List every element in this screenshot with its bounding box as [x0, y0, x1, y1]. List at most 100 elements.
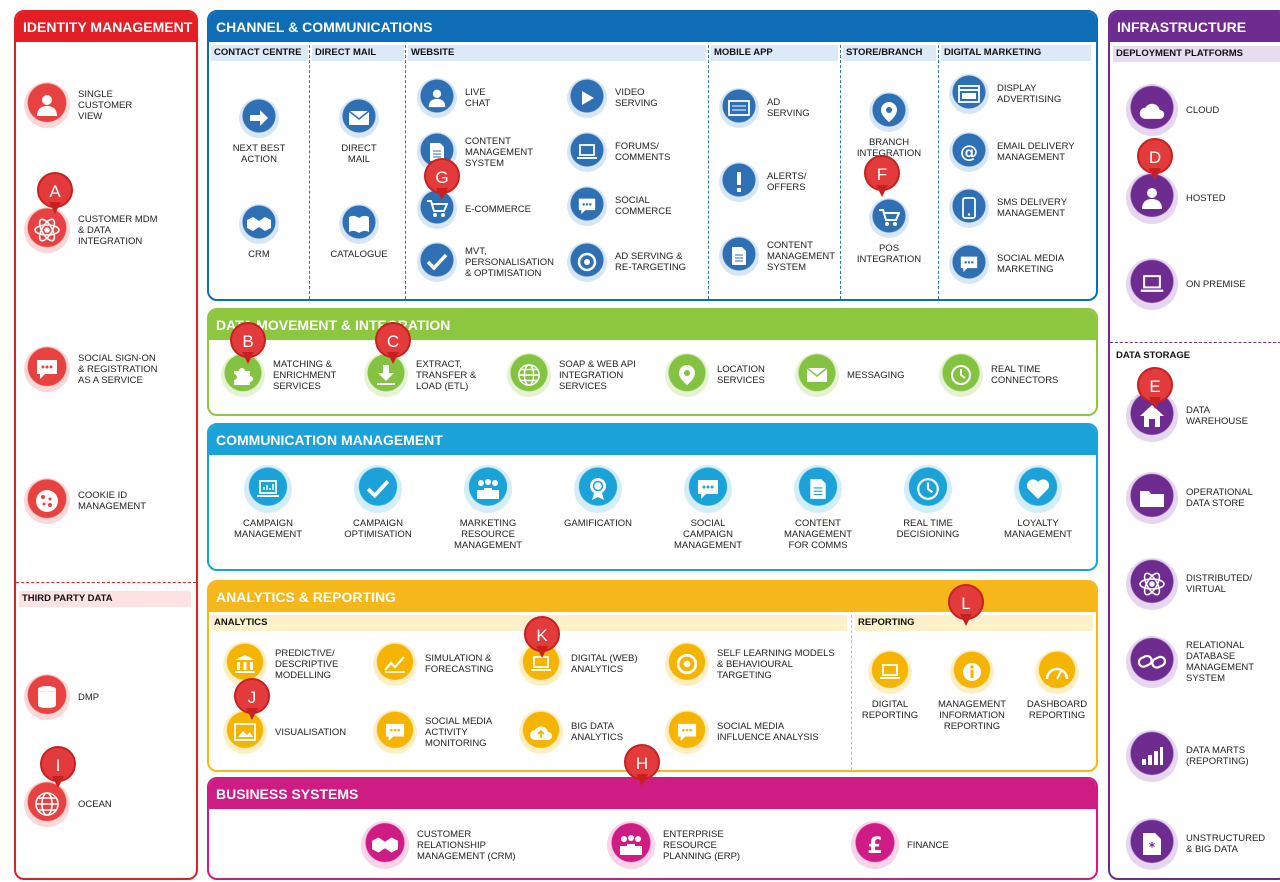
- digital-reporting[interactable]: DIGITAL REPORTING: [857, 650, 923, 721]
- marker-i[interactable]: I: [40, 746, 76, 790]
- item-label: SMS DELIVERY MANAGEMENT: [997, 197, 1067, 219]
- social-commerce[interactable]: SOCIAL COMMERCE: [567, 186, 681, 226]
- bar-chart-icon: [1126, 730, 1178, 782]
- item-label: GAMIFICATION: [564, 518, 632, 529]
- mobile-ad-serving[interactable]: AD SERVING: [719, 88, 817, 128]
- marker-j[interactable]: J: [234, 678, 270, 722]
- branch-integration[interactable]: BRANCH INTEGRATION: [845, 92, 933, 159]
- marker-h[interactable]: H: [624, 744, 660, 788]
- matching-enrichment-services[interactable]: MATCHING & ENRICHMENT SERVICES: [221, 353, 353, 397]
- gamification[interactable]: GAMIFICATION: [551, 465, 645, 529]
- checkmark-icon: [354, 465, 402, 513]
- database-icon: [24, 674, 70, 720]
- item-label: MVT, PERSONALISATION & OPTIMISATION: [465, 245, 555, 279]
- marker-b[interactable]: B: [230, 322, 266, 366]
- enterprise-resource-planning[interactable]: ENTERPRISE RESOURCE PLANNING (ERP): [607, 821, 753, 869]
- dmp[interactable]: DMP: [24, 674, 158, 720]
- social-media-activity-monitoring[interactable]: SOCIAL MEDIA ACTIVITY MONITORING: [373, 710, 505, 754]
- cloud-upload-icon: [519, 710, 563, 754]
- chat-icon: [24, 346, 70, 392]
- item-label: SOAP & WEB API INTEGRATION SERVICES: [559, 358, 636, 392]
- ocean[interactable]: OCEAN: [24, 781, 158, 827]
- marker-l[interactable]: L: [948, 584, 984, 628]
- marker-c[interactable]: C: [375, 322, 411, 366]
- marker-g[interactable]: G: [424, 158, 460, 202]
- communication-management-panel: COMMUNICATION MANAGEMENT CAMPAIGN MANAGE…: [207, 423, 1098, 571]
- forums-comments[interactable]: FORUMS/ COMMENTS: [567, 132, 681, 172]
- sms-delivery-management[interactable]: SMS DELIVERY MANAGEMENT: [949, 188, 1077, 228]
- real-time-connectors[interactable]: REAL TIME CONNECTORS: [939, 353, 1071, 397]
- relational-database-management-system[interactable]: RELATIONAL DATABASE MANAGEMENT SYSTEM: [1126, 636, 1266, 688]
- divider: [405, 45, 406, 299]
- operational-data-store[interactable]: OPERATIONAL DATA STORE: [1126, 472, 1256, 524]
- finance[interactable]: £ FINANCE: [851, 821, 967, 869]
- real-time-decisioning[interactable]: REAL TIME DECISIONING: [881, 465, 975, 540]
- marker-d[interactable]: D: [1137, 138, 1173, 182]
- item-label: ALERTS/ OFFERS: [767, 171, 807, 193]
- mobile-content-management-system[interactable]: CONTENT MANAGEMENT SYSTEM: [719, 236, 839, 276]
- ad-serving-re-targeting[interactable]: AD SERVING & RE-TARGETING: [567, 242, 701, 282]
- cookie-icon: [24, 478, 70, 524]
- soap-web-api-integration[interactable]: SOAP & WEB API INTEGRATION SERVICES: [507, 353, 655, 397]
- catalogue[interactable]: CATALOGUE: [317, 204, 401, 260]
- section-website: WEBSITE: [408, 45, 706, 61]
- big-data-analytics[interactable]: BIG DATA ANALYTICS: [519, 710, 631, 754]
- globe-icon: [507, 353, 551, 397]
- messaging[interactable]: MESSAGING: [795, 353, 913, 397]
- item-label: SOCIAL MEDIA MARKETING: [997, 253, 1064, 275]
- visualisation[interactable]: VISUALISATION: [223, 710, 355, 754]
- marker-e[interactable]: E: [1137, 367, 1173, 411]
- data-marts-reporting[interactable]: DATA MARTS (REPORTING): [1126, 730, 1266, 782]
- single-customer-view[interactable]: SINGLE CUSTOMER VIEW: [24, 82, 158, 128]
- campaign-management[interactable]: CAMPAIGN MANAGEMENT: [221, 465, 315, 540]
- cookie-id-management[interactable]: COOKIE ID MANAGEMENT: [24, 478, 158, 524]
- direct-mail[interactable]: DIRECT MAIL: [317, 98, 401, 165]
- extract-transfer-load[interactable]: EXTRACT, TRANSFER & LOAD (ETL): [364, 353, 486, 397]
- cart-icon: [869, 198, 909, 238]
- hosted[interactable]: HOSTED: [1126, 172, 1266, 224]
- cloud[interactable]: CLOUD: [1126, 84, 1266, 136]
- location-services[interactable]: LOCATION SERVICES: [665, 353, 783, 397]
- social-media-influence-analysis[interactable]: SOCIAL MEDIA INFLUENCE ANALYSIS: [665, 710, 827, 754]
- live-chat[interactable]: LIVE CHAT: [417, 78, 507, 118]
- book-icon: [339, 204, 379, 244]
- item-label: CUSTOMER RELATIONSHIP MANAGEMENT (CRM): [417, 828, 516, 862]
- video-serving[interactable]: VIDEO SERVING: [567, 78, 665, 118]
- email-delivery-management[interactable]: @ EMAIL DELIVERY MANAGEMENT: [949, 132, 1083, 172]
- customer-mdm-data-integration[interactable]: CUSTOMER MDM & DATA INTEGRATION: [24, 207, 158, 253]
- divider: [840, 45, 841, 299]
- pound-sign-icon: £: [851, 821, 899, 869]
- checkmark-icon: [417, 242, 457, 282]
- marker-k[interactable]: K: [524, 616, 560, 660]
- self-learning-models[interactable]: SELF LEARNING MODELS & BEHAVIOURAL TARGE…: [665, 642, 841, 686]
- mvt-personalisation-optimisation[interactable]: MVT, PERSONALISATION & OPTIMISATION: [417, 242, 557, 282]
- svg-text:£: £: [867, 834, 882, 857]
- marketing-resource-management[interactable]: MARKETING RESOURCE MANAGEMENT: [441, 465, 535, 551]
- social-sign-on[interactable]: SOCIAL SIGN-ON & REGISTRATION AS A SERVI…: [24, 346, 164, 392]
- social-media-marketing[interactable]: SOCIAL MEDIA MARKETING: [949, 244, 1073, 284]
- dashboard-reporting[interactable]: DASHBOARD REPORTING: [1021, 650, 1093, 721]
- customer-relationship-management[interactable]: CUSTOMER RELATIONSHIP MANAGEMENT (CRM): [361, 821, 529, 869]
- next-best-action[interactable]: NEXT BEST ACTION: [217, 98, 301, 165]
- item-label: DMP: [78, 691, 100, 703]
- crm[interactable]: CRM: [217, 204, 301, 260]
- campaign-optimisation[interactable]: CAMPAIGN OPTIMISATION: [331, 465, 425, 540]
- display-advertising[interactable]: DISPLAY ADVERTISING: [949, 74, 1073, 114]
- pos-integration[interactable]: POS INTEGRATION: [845, 198, 933, 265]
- marker-a[interactable]: A: [37, 172, 73, 216]
- chat-icon: [684, 465, 732, 513]
- marker-f[interactable]: F: [864, 155, 900, 199]
- simulation-forecasting[interactable]: SIMULATION & FORECASTING: [373, 642, 511, 686]
- loyalty-management[interactable]: LOYALTY MANAGEMENT: [991, 465, 1085, 540]
- item-label: CUSTOMER MDM & DATA INTEGRATION: [78, 213, 158, 247]
- unstructured-big-data[interactable]: * UNSTRUCTURED & BIG DATA: [1126, 818, 1266, 870]
- alerts-offers[interactable]: ALERTS/ OFFERS: [719, 162, 811, 202]
- social-campaign-management[interactable]: SOCIAL CAMPAIGN MANAGEMENT: [661, 465, 755, 551]
- content-management-for-comms[interactable]: CONTENT MANAGEMENT FOR COMMS: [771, 465, 865, 551]
- channel-communications-panel: CHANNEL & COMMUNICATIONS CONTACT CENTRE …: [207, 10, 1098, 301]
- distributed-virtual[interactable]: DISTRIBUTED/ VIRTUAL: [1126, 558, 1266, 610]
- section-contact-centre: CONTACT CENTRE: [211, 45, 308, 61]
- heart-icon: [1014, 465, 1062, 513]
- on-premise[interactable]: ON PREMISE: [1126, 258, 1266, 310]
- management-information-reporting[interactable]: MANAGEMENT INFORMATION REPORTING: [927, 650, 1017, 732]
